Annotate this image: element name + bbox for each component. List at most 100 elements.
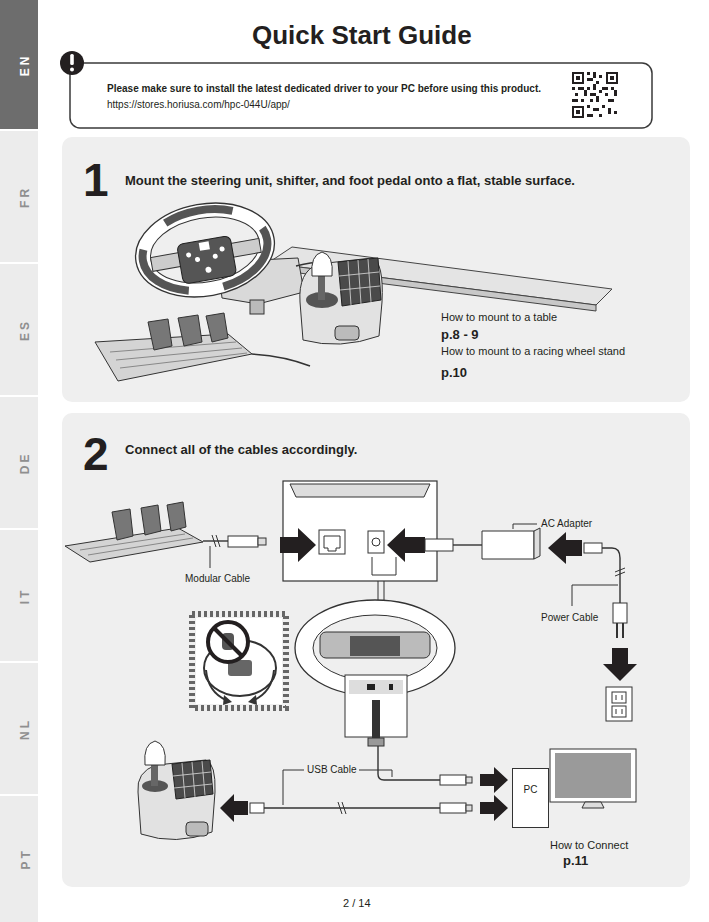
pedal-unit [80,534,193,555]
qr-code [572,72,584,84]
tab-label: ES [19,318,33,340]
steering-wheel-rear [368,738,384,746]
shifter-unit [312,252,333,276]
modular-cable [203,540,228,541]
qr-code [576,76,580,80]
page-title: Quick Start Guide [252,21,472,51]
wheel-base-rear [290,484,430,497]
pedal-unit [65,528,203,562]
warning-text: Please make sure to install the latest d… [107,83,541,95]
panel-ground [62,137,690,402]
prohibited-icon [214,628,242,656]
qr-code [570,70,620,120]
wall-outlet [606,687,632,721]
table-surface [268,247,612,311]
wheel-base-rear [319,530,345,554]
monitor [582,802,604,808]
page-ref-number: p.10 [441,366,467,381]
pedal-unit [110,342,247,368]
qr-code [574,74,582,82]
steering-wheel [128,193,282,308]
qr-code [572,106,584,118]
pedal-unit [141,505,161,535]
language-tab: DE [0,397,38,528]
qr-code [606,72,618,84]
wall-outlet [612,692,626,703]
language-tab: ES [0,264,38,395]
step-heading: Connect all of the cables accordingly. [125,443,357,458]
usb-cable [440,775,466,785]
steering-wheel-rear [389,684,393,690]
qr-code [610,76,614,80]
panel-ground [62,413,690,887]
power-cable [572,543,627,638]
part-label: Modular Cable [185,573,250,585]
modular-cable [212,535,220,547]
tab-label: NL [19,717,33,739]
pedal-unit [65,502,203,562]
power-cable [617,623,623,638]
shifter-unit [138,741,215,840]
ac-adapter [534,528,540,559]
steering-wheel-rear [372,700,380,738]
wheel-base-rear [372,557,396,575]
warning-icon [70,68,74,72]
monitor [555,753,631,798]
part-label: AC Adapter [541,518,592,530]
shifter-unit [335,326,359,340]
tab-label: PT [19,848,33,869]
usb-cable [264,807,440,808]
warning-icon [60,51,84,75]
prohibited-icon [192,614,286,708]
ac-adapter [513,524,537,529]
pedal-unit [148,319,172,350]
page-ref-number: p.8 - 9 [441,328,479,343]
power-cable [615,568,625,576]
page-ref-text: How to mount to a table [441,311,557,324]
steering-wheel [199,241,210,251]
qr-code [574,108,582,116]
pedal-unit [112,509,133,540]
shifter-unit [300,252,382,344]
shifter-unit [145,741,166,765]
wall-outlet [612,706,626,717]
page-ref-text: How to Connect [550,839,628,852]
part-label: USB Cable [304,764,359,776]
device-label: PC [524,784,538,796]
shifter-unit [172,760,213,799]
wheel-base-rear [283,481,437,581]
warning-icon [70,54,74,65]
modular-cable [228,536,258,547]
modular-cable [203,535,266,568]
connect-arrow [280,528,316,562]
power-cable [572,585,618,606]
shifter-unit [186,822,208,836]
step-number: 2 [83,431,109,477]
step-heading: Mount the steering unit, shifter, and fo… [125,174,575,189]
page-number: 2 / 14 [343,897,371,910]
usb-cable [338,802,346,814]
shifter-unit [138,760,215,840]
pedal-unit [206,313,228,342]
ac-adapter [425,539,453,551]
pedal-unit [167,502,186,531]
qr-code [608,74,616,82]
language-tab: PT [0,796,38,922]
connect-arrow [220,528,637,822]
prohibited-icon [196,618,282,704]
warning-frame [70,63,652,128]
language-tab: NL [0,663,38,794]
usb-cable [466,777,472,783]
prohibited-icon [248,695,257,705]
steering-wheel-rear [295,600,455,696]
connect-arrow [220,794,248,822]
power-cable [584,543,602,553]
shifter-unit [338,258,381,306]
part-label: Power Cable [541,612,598,624]
step-panel: 2 Connect all of the cables accordingly. H… [62,413,690,887]
url-text: https://stores.horiusa.com/hpc-044U/app/ [107,99,290,111]
language-tab: IT [0,530,38,661]
step-panel: 1Mount the steering unit, shifter, and f… [62,137,690,402]
warning-icon [60,51,84,75]
